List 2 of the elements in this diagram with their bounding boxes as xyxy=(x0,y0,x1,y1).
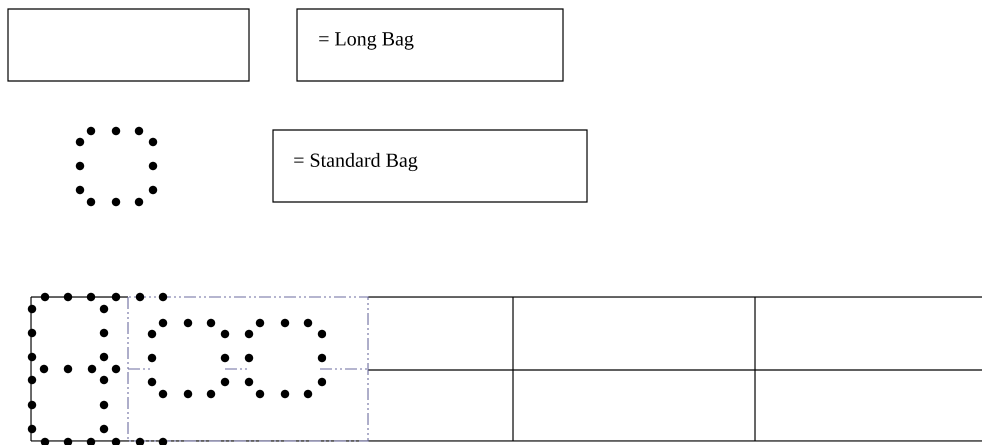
legend-box: = Long Bag xyxy=(296,8,564,82)
legend-box: = Standard Bag xyxy=(272,129,588,203)
